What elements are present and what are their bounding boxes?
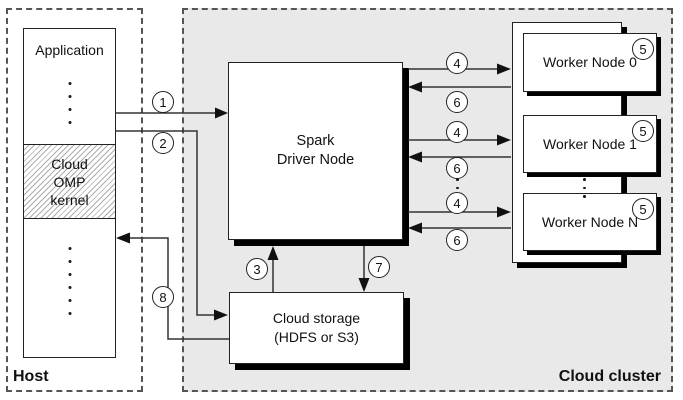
step-badge-5b: 5 [632, 120, 654, 142]
cloud-omp-kernel-node: Cloud OMP kernel [24, 144, 115, 219]
cloud-storage-node: Cloud storage (HDFS or S3) [229, 292, 404, 364]
step-badge-6b: 6 [446, 157, 468, 179]
step-badge-4c: 4 [446, 192, 468, 214]
driver-label-line1: Spark [296, 133, 335, 149]
application-label: Application [35, 42, 104, 58]
ellipsis-dots-workers [583, 175, 586, 201]
step-badge-1: 1 [152, 91, 174, 113]
storage-label-line1: Cloud storage [272, 310, 361, 326]
spark-driver-node: Spark Driver Node [228, 62, 403, 240]
step-badge-5a: 5 [632, 38, 654, 60]
host-zone-label: Host [13, 368, 49, 385]
step-badge-6a: 6 [446, 91, 468, 113]
cloud-cluster-zone-label: Cloud cluster [558, 368, 661, 385]
step-badge-5c: 5 [632, 198, 654, 220]
step-badge-8: 8 [152, 286, 174, 308]
application-node: Application Cloud OMP kernel [23, 28, 116, 358]
worker-node-1-label: Worker Node 1 [543, 135, 637, 152]
step-badge-7: 7 [368, 256, 390, 278]
worker-node-1: Worker Node 1 5 [523, 115, 657, 173]
step-badge-3: 3 [246, 258, 268, 280]
ellipsis-dots-top [68, 77, 71, 129]
worker-node-0: Worker Node 0 5 [523, 33, 657, 92]
step-badge-6c: 6 [446, 229, 468, 251]
worker-node-n: Worker Node N 5 [523, 193, 657, 251]
kernel-label-line1: Cloud [51, 155, 88, 172]
kernel-label-line3: kernel [50, 191, 89, 208]
step-badge-4a: 4 [446, 52, 468, 74]
driver-label-line2: Driver Node [276, 152, 355, 168]
step-badge-4b: 4 [446, 121, 468, 143]
worker-node-0-label: Worker Node 0 [543, 54, 637, 70]
storage-label-line2: (HDFS or S3) [274, 329, 359, 345]
ellipsis-dots-bottom [68, 242, 71, 320]
kernel-label-line2: OMP [53, 173, 86, 190]
worker-node-n-label: Worker Node N [541, 213, 639, 230]
step-badge-2: 2 [152, 132, 174, 154]
